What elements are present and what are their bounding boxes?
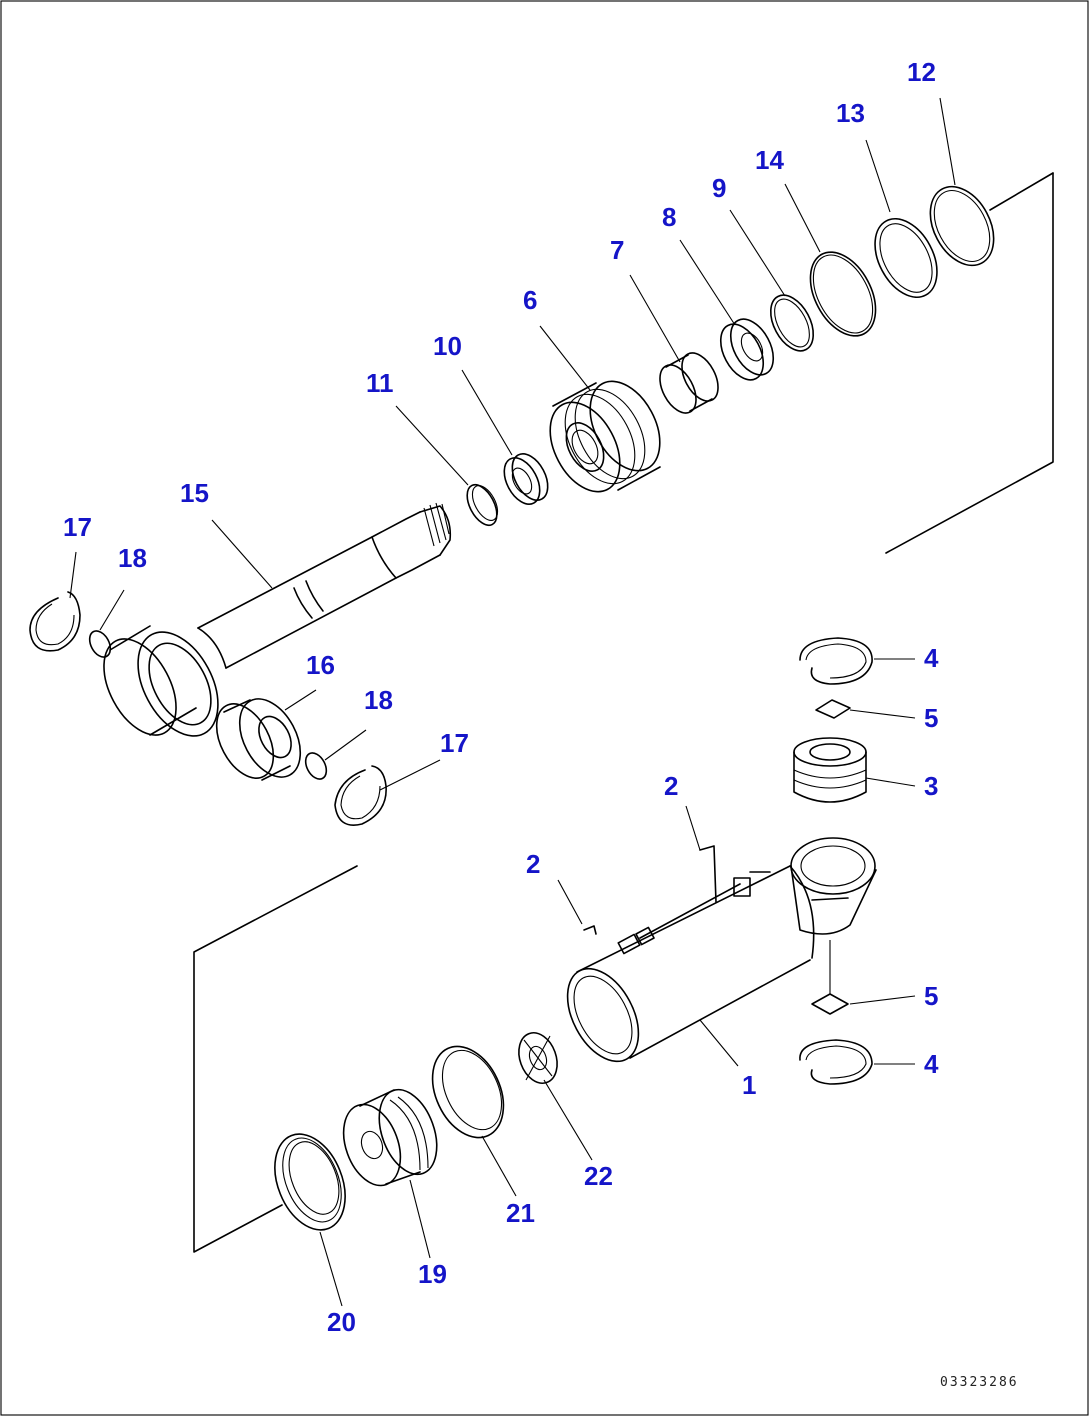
callout-18-right: 18 xyxy=(364,685,393,715)
callout-19: 19 xyxy=(418,1259,447,1289)
callout-5-bottom: 5 xyxy=(924,981,938,1011)
part-13-ring xyxy=(874,218,938,298)
part-16-bushing xyxy=(215,698,302,781)
callout-18-left: 18 xyxy=(118,543,147,573)
callout-7: 7 xyxy=(610,235,624,265)
part-14-ring xyxy=(809,251,877,337)
part-9-ring xyxy=(769,294,815,352)
callout-16: 16 xyxy=(306,650,335,680)
part-19-cylinder-head xyxy=(342,1088,438,1187)
part-6-piston xyxy=(549,380,661,493)
part-12-ring xyxy=(929,185,995,267)
part-17-snap-ring-right xyxy=(334,765,387,826)
part-4-snap-ring-top xyxy=(799,637,873,685)
callout-17-right: 17 xyxy=(440,728,469,758)
part-20-seal xyxy=(274,1133,346,1231)
callout-labels: 1 2 2 3 4 5 5 4 6 7 8 9 10 11 12 13 14 1… xyxy=(63,57,939,1337)
callout-17-left: 17 xyxy=(63,512,92,542)
callout-13: 13 xyxy=(836,98,865,128)
callout-14: 14 xyxy=(755,145,784,175)
callout-1: 1 xyxy=(742,1070,756,1100)
part-18-ring-left xyxy=(88,630,112,658)
callout-6: 6 xyxy=(523,285,537,315)
callout-2-lower: 2 xyxy=(526,849,540,879)
part-22-nut xyxy=(518,1032,558,1084)
part-7-collar xyxy=(659,352,719,414)
callout-4-top: 4 xyxy=(924,643,939,673)
callout-8: 8 xyxy=(662,202,676,232)
callout-11: 11 xyxy=(366,368,394,398)
callout-12: 12 xyxy=(907,57,936,87)
callout-5-top: 5 xyxy=(924,703,938,733)
callout-9: 9 xyxy=(712,173,726,203)
part-2-fitting-upper xyxy=(699,845,717,903)
part-10-bushing xyxy=(503,453,549,505)
lower-bracket-line xyxy=(193,865,358,1253)
callout-21: 21 xyxy=(506,1198,535,1228)
part-5-shim-bottom xyxy=(811,993,849,1015)
part-1-cylinder xyxy=(566,837,877,1063)
part-3-bushing xyxy=(793,737,867,803)
callout-15: 15 xyxy=(180,478,209,508)
upper-bracket-top xyxy=(989,172,1054,211)
part-2-fitting-lower xyxy=(583,925,597,935)
part-4-snap-ring-bottom xyxy=(799,1039,873,1085)
part-21-ring xyxy=(431,1045,505,1139)
upper-bracket-line xyxy=(885,172,1054,554)
callout-4-bottom: 4 xyxy=(924,1049,939,1079)
part-15-piston-rod xyxy=(103,502,452,737)
part-8-nut xyxy=(719,318,775,381)
part-17-snap-ring-left xyxy=(29,591,81,652)
callout-20: 20 xyxy=(327,1307,356,1337)
callout-22: 22 xyxy=(584,1161,613,1191)
drawing-code: 03323286 xyxy=(940,1375,1019,1390)
part-18-ring-right xyxy=(304,752,328,780)
callout-2-upper: 2 xyxy=(664,771,678,801)
leader-lines xyxy=(69,97,956,1307)
callout-3: 3 xyxy=(924,771,938,801)
callout-10: 10 xyxy=(433,331,462,361)
part-11-ring xyxy=(466,483,499,527)
part-5-shim-top xyxy=(815,699,851,719)
